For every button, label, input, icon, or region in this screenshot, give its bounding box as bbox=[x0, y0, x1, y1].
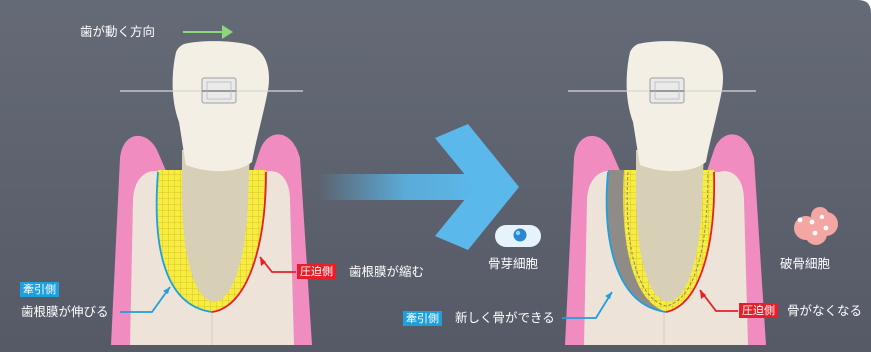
osteoblast-cell bbox=[495, 225, 541, 247]
pdl-stretch-label: 歯根膜が伸びる bbox=[21, 304, 109, 319]
right-crown bbox=[626, 41, 724, 172]
bone-lost-label: 骨がなくなる bbox=[787, 303, 863, 318]
leader-pdl-stretch bbox=[120, 286, 171, 313]
pressure-tag-left: 圧迫側 bbox=[297, 264, 336, 279]
traction-tag-left: 牽引側 bbox=[20, 282, 59, 297]
direction-label: 歯が動く方向 bbox=[80, 24, 156, 39]
left-tooth-section bbox=[111, 41, 312, 345]
pressure-tag-right: 圧迫側 bbox=[739, 303, 778, 318]
transition-arrow-chevron bbox=[435, 124, 519, 250]
leader-new-bone bbox=[562, 291, 613, 319]
right-tooth-section bbox=[565, 41, 766, 345]
right-old-bone-outline bbox=[626, 171, 709, 307]
osteoclast-cell bbox=[794, 207, 838, 245]
leader-bone-lost bbox=[699, 289, 738, 312]
pdl-shrink-label: 歯根膜が縮む bbox=[349, 264, 425, 279]
direction-arrow-head bbox=[222, 25, 233, 39]
traction-tag-right: 牽引側 bbox=[403, 311, 442, 326]
osteoblast-label: 骨芽細胞 bbox=[488, 256, 539, 271]
osteoclast-label: 破骨細胞 bbox=[780, 256, 831, 271]
left-root bbox=[182, 150, 250, 302]
left-pressure-line bbox=[211, 171, 267, 313]
new-bone-label: 新しく骨ができる bbox=[455, 310, 555, 325]
right-root bbox=[636, 150, 704, 302]
left-traction-line bbox=[155, 171, 213, 313]
right-traction-line bbox=[605, 171, 667, 313]
left-crown bbox=[172, 41, 270, 172]
right-pressure-line bbox=[665, 171, 716, 313]
transition-arrow-tail bbox=[318, 174, 478, 200]
